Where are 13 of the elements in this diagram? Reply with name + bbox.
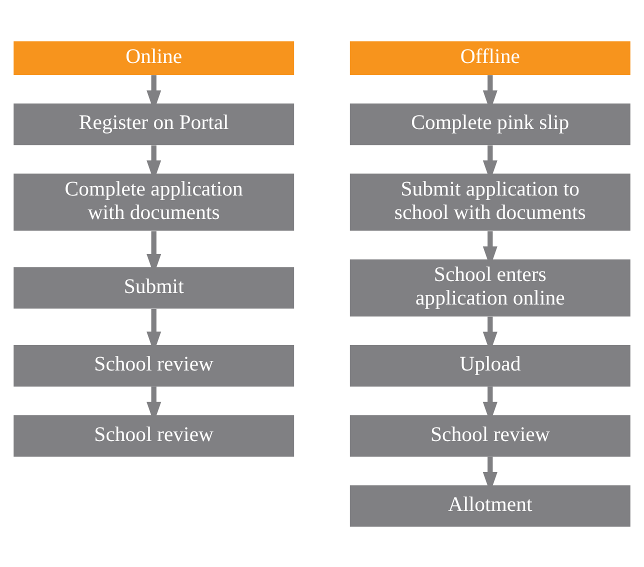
node-box: Complete application with documents <box>14 173 294 230</box>
node-box: School review <box>14 414 294 456</box>
node-box: Submit application to school with documents <box>350 173 630 230</box>
node-box: Register on Portal <box>14 103 294 145</box>
node-box: School review <box>14 344 294 386</box>
node-box: Upload <box>350 344 630 386</box>
node-box: School review <box>350 414 630 456</box>
node-box: Offline <box>350 40 630 74</box>
node-box: Allotment <box>350 484 630 526</box>
node-box: Online <box>14 40 294 74</box>
node-box: School enters application online <box>350 258 630 316</box>
node-box: Submit <box>14 266 294 308</box>
node-box: Complete pink slip <box>350 103 630 145</box>
